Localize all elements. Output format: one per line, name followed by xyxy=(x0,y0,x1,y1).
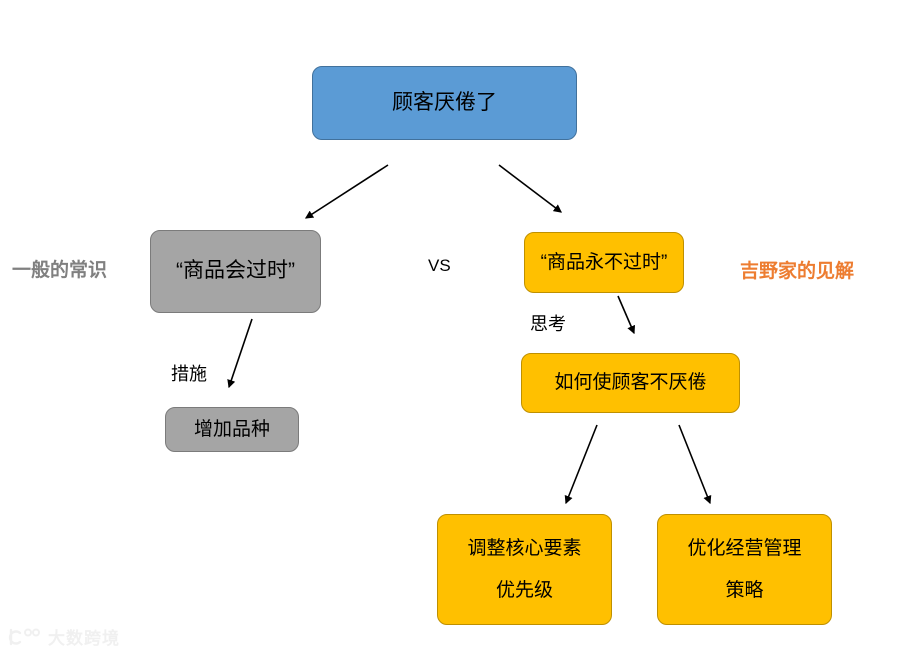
node-answer-left-line2: 优先级 xyxy=(495,579,553,601)
arrow-common-sense-to-action xyxy=(227,318,253,389)
label-versus: VS xyxy=(428,256,451,275)
node-question[interactable]: 如何使顾客不厌倦 xyxy=(521,353,740,413)
label-measure: 措施 xyxy=(171,364,207,384)
node-answer-left-line1: 调整核心要素 xyxy=(467,537,582,559)
watermark: 大数跨境 xyxy=(8,624,120,649)
node-common-sense-label: “商品会过时” xyxy=(176,259,295,283)
node-answer-right-line1: 优化经营管理 xyxy=(687,537,802,559)
node-common-sense[interactable]: “商品会过时” xyxy=(150,230,321,313)
node-answer-right[interactable]: 优化经营管理 策略 xyxy=(657,514,832,625)
arrow-root-to-common-sense xyxy=(304,164,389,219)
node-common-sense-action[interactable]: 增加品种 xyxy=(165,407,299,452)
watermark-logo-icon xyxy=(8,628,40,645)
node-question-label: 如何使顾客不厌倦 xyxy=(554,372,707,394)
watermark-text: 大数跨境 xyxy=(48,629,120,648)
node-yoshinoya-label: “商品永不过时” xyxy=(540,251,668,273)
arrow-question-to-answer-left xyxy=(564,424,598,505)
label-thinking: 思考 xyxy=(530,314,566,334)
arrow-root-to-yoshinoya xyxy=(498,164,562,213)
node-common-sense-action-label: 增加品种 xyxy=(193,418,270,440)
label-right-column: 吉野家的见解 xyxy=(740,261,855,282)
arrow-yoshinoya-to-question xyxy=(617,295,636,335)
node-yoshinoya[interactable]: “商品永不过时” xyxy=(524,232,684,293)
node-answer-left[interactable]: 调整核心要素 优先级 xyxy=(437,514,612,625)
node-answer-right-line2: 策略 xyxy=(725,579,764,601)
node-root[interactable]: 顾客厌倦了 xyxy=(312,66,577,140)
arrow-question-to-answer-right xyxy=(678,424,712,505)
node-root-label: 顾客厌倦了 xyxy=(392,90,497,114)
label-left-column: 一般的常识 xyxy=(12,260,108,281)
